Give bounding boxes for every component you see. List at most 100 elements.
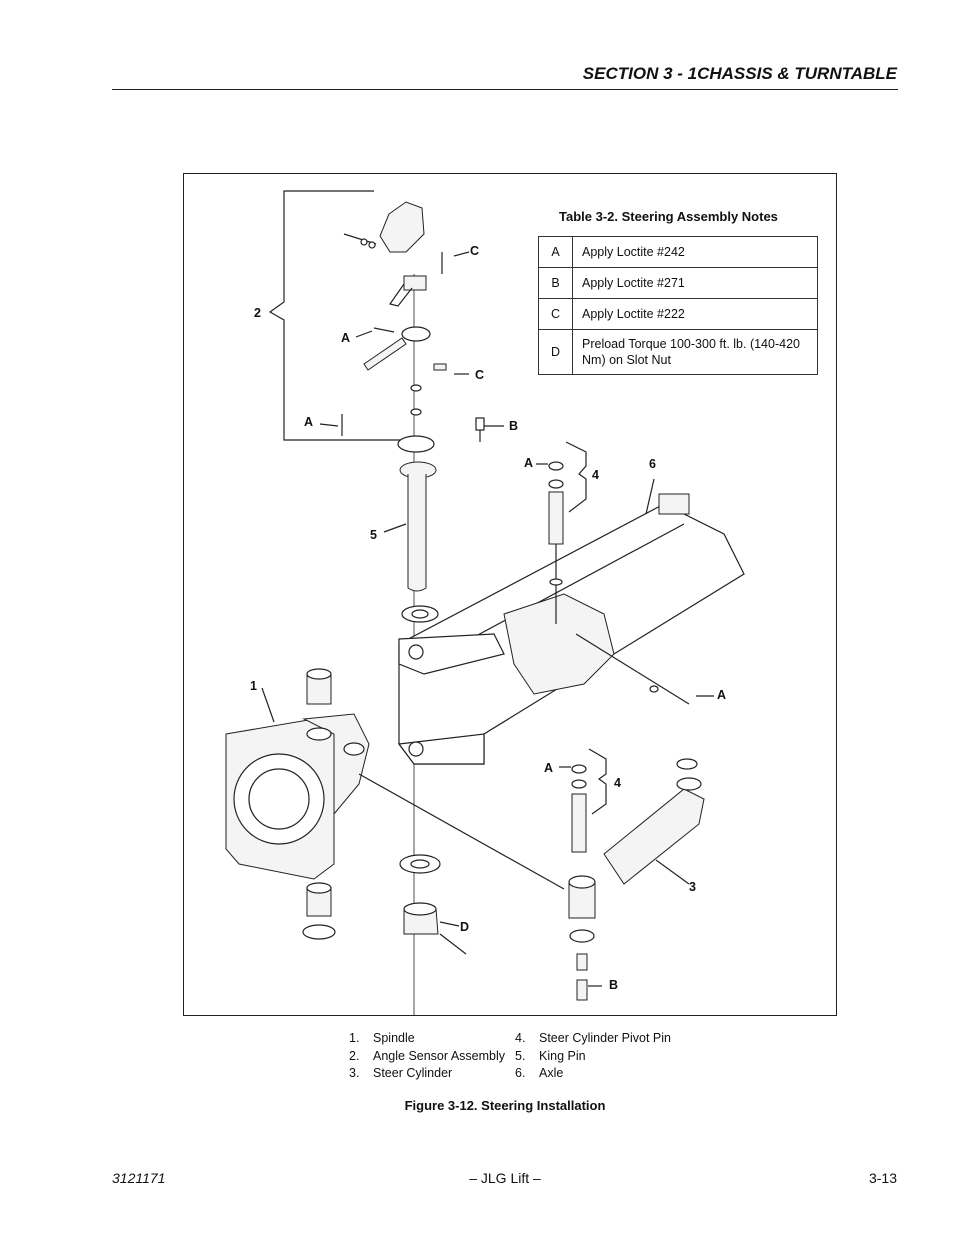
note-key: B (538, 267, 573, 299)
sensor-link-bar (363, 337, 407, 371)
callout-1: 1 (250, 679, 257, 693)
steer-cylinder-rod-eye-top (568, 875, 596, 889)
leader-c1 (453, 251, 470, 257)
pivot-pin-lower-washer-2 (571, 779, 587, 789)
bracket-4-lower (588, 748, 607, 815)
sensor-washer-2 (368, 241, 376, 249)
note-text: Preload Torque 100-300 ft. lb. (140-420 … (572, 329, 818, 375)
steering-exploded-diagram: C C A A B A A A B D 1 2 3 4 4 5 6 (225, 190, 745, 1015)
bolt-a-right-washer (649, 685, 659, 693)
doc-number: 3121171 (112, 1170, 166, 1186)
parts-legend-right: 4. Steer Cylinder Pivot Pin 5. King Pin 6.… (515, 1030, 671, 1083)
lower-spindle-washer (302, 924, 336, 940)
callout-b1: B (509, 419, 518, 433)
leader-d (439, 921, 460, 927)
leader-3 (655, 859, 690, 885)
axle-rail (658, 493, 690, 515)
table-row: A Apply Loctite #242 (538, 236, 818, 268)
note-text: Apply Loctite #222 (572, 298, 818, 330)
pivot-pin-top-washer (548, 461, 564, 471)
list-item: 2.Angle Sensor Assembly (349, 1048, 505, 1066)
leader-6 (645, 478, 655, 515)
pivot-pin-lower-washer (571, 764, 587, 774)
figure-frame: C C A A B A A A B D 1 2 3 4 4 5 6 Table … (183, 173, 837, 1016)
axle-end-upper (398, 633, 505, 675)
axle-upper-hole (408, 644, 424, 660)
list-item: 4. Steer Cylinder Pivot Pin (515, 1030, 671, 1048)
table-row: D Preload Torque 100-300 ft. lb. (140-42… (538, 329, 818, 375)
list-item: 3. Steer Cylinder (349, 1065, 505, 1083)
callout-b2: B (609, 978, 618, 992)
sensor-body (403, 275, 427, 291)
legend-label: Steer Cylinder Pivot Pin (539, 1031, 672, 1045)
bolt-a-right-axis (575, 633, 690, 705)
link-screw-a (373, 327, 395, 333)
table-row: C Apply Loctite #222 (538, 298, 818, 330)
header-rule (112, 89, 898, 90)
legend-label: King Pin (539, 1048, 586, 1063)
pivot-pin-top-washer-2 (548, 479, 564, 489)
spindle-hub-inner (248, 768, 310, 830)
legend-label: Angle Sensor Assembly (373, 1048, 506, 1063)
sensor-washer (360, 238, 368, 246)
callout-6: 6 (649, 457, 656, 471)
axle-lower-hole (408, 741, 424, 757)
legend-number: 4. (515, 1031, 526, 1045)
callout-c1: C (470, 244, 479, 258)
legend-label: Steer Cylinder (373, 1066, 453, 1081)
leader-1 (261, 687, 275, 723)
leader-5 (383, 523, 407, 533)
lower-bushing-top (306, 882, 332, 894)
note-text: Apply Loctite #242 (572, 236, 818, 268)
slot-nut-top (403, 902, 437, 916)
steer-cylinder-end (676, 777, 702, 791)
callout-a1: A (341, 331, 350, 345)
legend-number: 6. (515, 1066, 526, 1081)
sensor-arm (389, 283, 413, 307)
king-pin-washer-hole (411, 609, 429, 619)
axis-washer (410, 408, 422, 416)
legend-number: 5. (515, 1048, 526, 1063)
king-pin-plate (397, 435, 435, 453)
legend-number: 3. (349, 1066, 360, 1081)
callout-a3: A (524, 456, 533, 470)
bolt-b-lower (576, 979, 588, 1001)
upper-bushing-top (306, 668, 332, 680)
figure-caption: Figure 3-12. Steering Installation (404, 1098, 606, 1113)
list-item: 1.Spindle (349, 1030, 505, 1048)
note-key: D (538, 329, 573, 375)
list-item: 5. King Pin (515, 1048, 671, 1066)
callout-a5: A (544, 761, 553, 775)
note-text: Apply Loctite #271 (572, 267, 818, 299)
link-screw-c (433, 363, 447, 371)
pivot-pin-upper-hole (549, 578, 563, 586)
king-pin-body (407, 474, 427, 592)
callout-2: 2 (254, 306, 261, 320)
page-number: 3-13 (868, 1170, 897, 1186)
bracket-4-upper (565, 441, 587, 513)
publisher: – JLG Lift – (469, 1170, 541, 1186)
callout-4a: 4 (592, 468, 599, 482)
leader-a1 (355, 330, 373, 338)
callout-4b: 4 (614, 776, 621, 790)
axis-nut (410, 384, 422, 392)
callout-a2: A (304, 415, 313, 429)
cylinder-tie-line (358, 773, 565, 890)
list-item: 6.Axle (515, 1065, 671, 1083)
note-key: C (538, 298, 573, 330)
sensor-cover (379, 201, 425, 253)
sensor-link-hub (401, 326, 431, 342)
callout-5: 5 (370, 528, 377, 542)
leader-a2 (319, 423, 339, 427)
steer-cylinder-bottom-washer (569, 929, 595, 943)
axle-end-lower (397, 733, 485, 765)
angle-sensor-bracket (268, 190, 414, 441)
parts-legend-left: 1.Spindle 2.Angle Sensor Assembly 3. Stee… (349, 1030, 505, 1083)
section-title: SECTION 3 - 1CHASSIS & TURNTABLE (582, 64, 897, 83)
note-key: A (538, 236, 573, 268)
callout-c2: C (475, 368, 484, 382)
pin-b-lower (576, 953, 588, 971)
steering-notes-table: A Apply Loctite #242 B Apply Loctite #27… (538, 236, 818, 375)
spindle-arm-hole (343, 742, 365, 756)
pivot-pin-lower (571, 793, 587, 853)
